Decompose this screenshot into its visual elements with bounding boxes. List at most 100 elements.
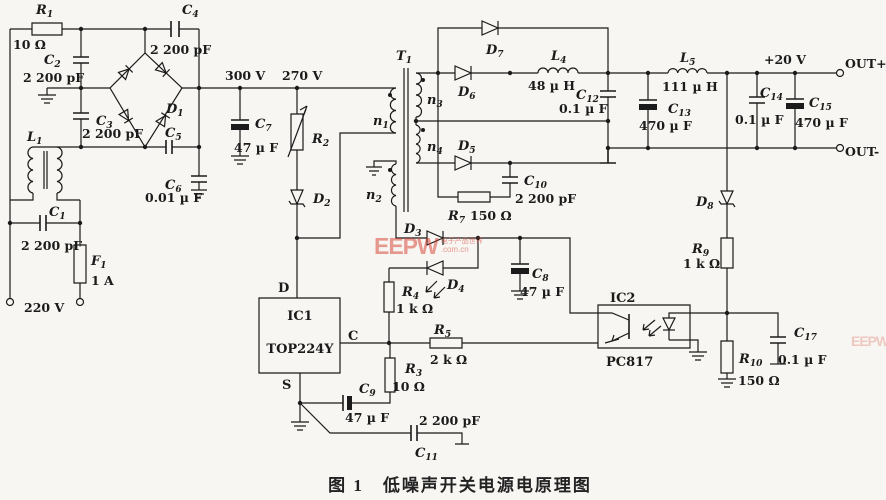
label-pin-D: D	[278, 281, 289, 296]
label-R7: R7	[447, 209, 466, 226]
label-C4-value: 2 200 pF	[150, 42, 211, 57]
label-IC2-part: PC817	[606, 355, 653, 370]
resistor-r5	[430, 338, 462, 348]
label-C13-value: 470 µ F	[639, 118, 692, 133]
label-input-voltage: 220 V	[24, 300, 64, 315]
cap-c17	[770, 337, 786, 343]
label-L5-value: 111 µ H	[662, 79, 718, 94]
label-R5-value: 2 k Ω	[430, 352, 467, 367]
label-C17: C17	[794, 326, 818, 343]
label-D7: D7	[485, 43, 504, 60]
label-D1: D1	[165, 102, 184, 119]
label-C12-value: 0.1 µ F	[559, 101, 608, 116]
label-C3-value: 2 200 pF	[82, 126, 143, 141]
label-C13: C13	[668, 102, 691, 119]
label-C9: C9	[359, 382, 376, 399]
label-R5: R5	[433, 323, 451, 340]
ic1-top224y	[259, 298, 340, 373]
cap-c7	[231, 120, 249, 130]
label-L1: L1	[26, 130, 42, 147]
cap-c15	[786, 99, 804, 109]
diode-d7	[482, 21, 498, 35]
label-n4: n4	[427, 140, 443, 157]
inductor-l5	[668, 69, 707, 73]
label-C10-value: 2 200 pF	[515, 191, 576, 206]
label-R1-value: 10 Ω	[13, 37, 46, 52]
transformer-t1	[388, 68, 425, 212]
label-C7: C7	[255, 117, 272, 134]
label-C11: C11	[415, 446, 438, 463]
zener-d2	[289, 190, 305, 207]
label-F1: F1	[90, 254, 107, 271]
varistor-r2	[288, 106, 307, 157]
phase-dot-n1	[388, 93, 392, 97]
label-C14: C14	[760, 86, 783, 103]
fuse-f1	[74, 245, 86, 283]
label-L4: L4	[550, 49, 566, 66]
cap-c6	[191, 176, 207, 182]
label-C8-value: 47 µ F	[520, 284, 564, 299]
label-D8: D8	[695, 195, 714, 212]
resistor-r4	[384, 282, 394, 312]
phase-dot-n3	[421, 78, 425, 82]
label-C1: C1	[49, 205, 66, 222]
label-T1: T1	[396, 49, 412, 66]
resistor-r7	[458, 192, 490, 202]
terminal-ac-left[interactable]	[7, 299, 14, 306]
label-C5: C5	[165, 126, 182, 143]
wires	[10, 28, 836, 444]
terminal-out-minus[interactable]	[837, 145, 844, 152]
cap-c1	[40, 215, 46, 231]
resistor-r1	[32, 23, 62, 35]
label-R3-value: 10 Ω	[392, 379, 425, 394]
label-R3: R3	[404, 362, 422, 379]
winding-n1	[390, 88, 396, 133]
label-C8: C8	[532, 267, 549, 284]
diode-d3	[427, 231, 443, 245]
cap-c13	[639, 100, 657, 110]
label-L5: L5	[679, 51, 695, 68]
label-n3: n3	[427, 93, 443, 110]
label-C6: C6	[165, 178, 182, 195]
label-R7-value: 150 Ω	[470, 208, 512, 223]
cap-c8	[511, 264, 529, 274]
diode-d4	[426, 261, 445, 298]
label-C6-value: 0.01 µ F	[145, 190, 202, 205]
cap-c9	[343, 395, 352, 411]
label-R10: R10	[738, 352, 763, 369]
phase-dot-n4	[421, 128, 425, 132]
resistor-r3	[385, 358, 395, 392]
cap-c4	[171, 21, 179, 37]
label-C7-value: 47 µ F	[234, 140, 278, 155]
label-D5: D5	[457, 139, 476, 156]
ground-symbols	[38, 95, 786, 430]
label-C12: C12	[576, 88, 599, 105]
label-R10-value: 150 Ω	[738, 373, 780, 388]
terminal-ac-right[interactable]	[77, 299, 84, 306]
label-R4: R4	[401, 285, 419, 302]
winding-n4	[416, 125, 420, 163]
label-C2: C2	[44, 53, 61, 70]
bridge-diode-ul	[119, 65, 133, 79]
label-node-plus20v: +20 V	[764, 52, 806, 67]
cap-c2	[73, 57, 89, 63]
label-R1: R1	[35, 3, 53, 20]
inductor-l4	[538, 68, 578, 73]
bridge-diode-lr	[156, 113, 170, 127]
label-n1: n1	[373, 114, 389, 131]
label-D6: D6	[457, 85, 476, 102]
terminal-out-plus[interactable]	[837, 70, 844, 77]
diode-d6	[455, 66, 471, 80]
label-out-minus: OUT-	[845, 144, 879, 159]
winding-n2	[391, 164, 396, 206]
t1-core	[404, 68, 408, 212]
winding-n3	[416, 73, 422, 117]
choke-l1	[28, 147, 62, 193]
label-D4: D4	[446, 278, 465, 295]
label-D2: D2	[312, 192, 331, 209]
label-L4-value: 48 µ H	[528, 78, 575, 93]
label-C10: C10	[524, 174, 548, 191]
label-C14-value: 0.1 µ F	[735, 112, 784, 127]
ic2-pc817	[598, 305, 690, 348]
